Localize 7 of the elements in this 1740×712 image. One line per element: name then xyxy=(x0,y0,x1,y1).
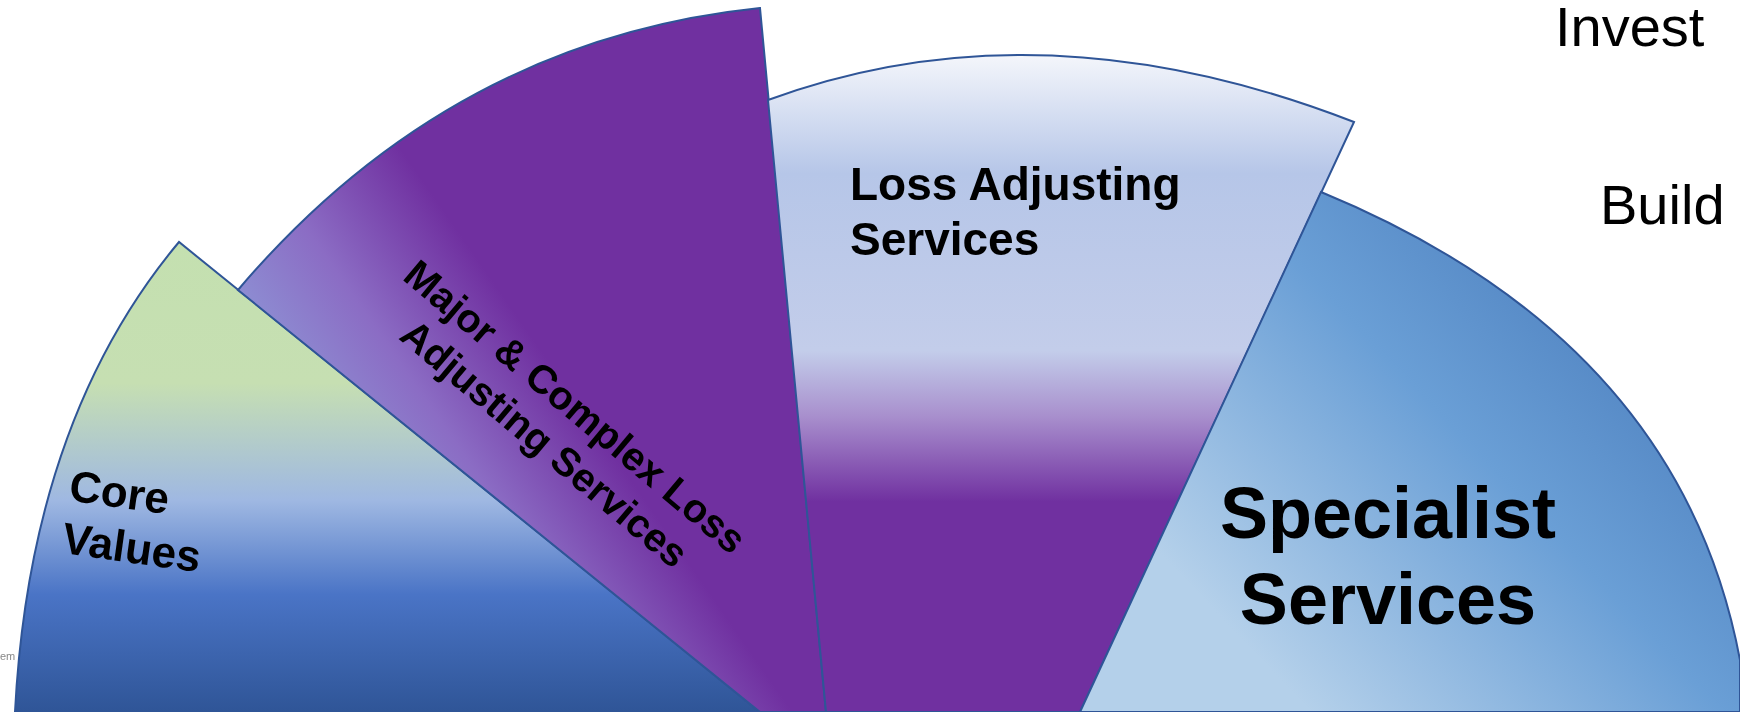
note-text: Invest xyxy=(1555,0,1705,59)
sector-label: Core Values xyxy=(58,459,206,583)
note-text: em xyxy=(0,650,16,662)
note-text: Build xyxy=(1600,172,1725,237)
sector-label: Specialist Services xyxy=(1218,471,1558,641)
sector-label: Loss Adjusting Services xyxy=(850,156,1182,267)
fan-sector xyxy=(238,6,828,712)
